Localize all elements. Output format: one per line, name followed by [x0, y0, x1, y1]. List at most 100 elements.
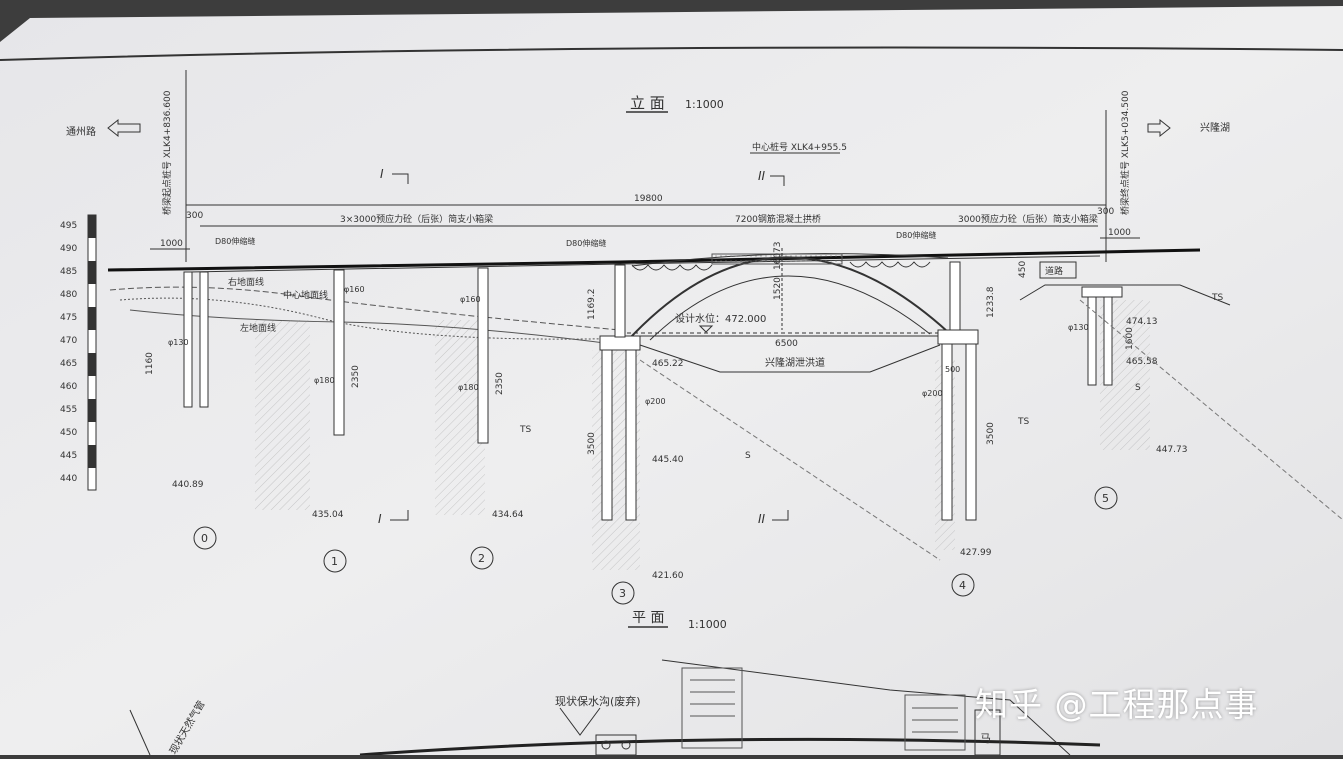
svg-text:TS: TS — [1211, 293, 1223, 303]
scale-tick: 495 — [60, 221, 77, 231]
pier-1: 2350 φ160 φ180 435.04 — [255, 269, 365, 520]
pier-4: 1233.8 3500 500 φ200 427.99 — [922, 261, 996, 558]
svg-text:φ200: φ200 — [645, 397, 666, 406]
dim-right-300: 300 — [1097, 207, 1114, 217]
svg-text:φ160: φ160 — [460, 295, 481, 304]
svg-text:3500: 3500 — [587, 432, 597, 455]
svg-text:S: S — [1135, 383, 1141, 393]
svg-text:2350: 2350 — [495, 372, 505, 395]
expansion-joint-3: D80伸缩缝 — [896, 230, 936, 240]
section-mark-II-bottom: II — [758, 512, 766, 526]
scale-tick: 445 — [60, 451, 77, 461]
scale-tick: 485 — [60, 267, 77, 277]
scale-tick: 470 — [60, 336, 77, 346]
svg-text:474.13: 474.13 — [1126, 317, 1158, 327]
svg-text:φ180: φ180 — [314, 376, 335, 385]
svg-text:445.40: 445.40 — [652, 455, 684, 465]
abutment-left-station: 桥梁起点桩号 XLK4+836.600 — [161, 90, 173, 215]
plan-label-drain: 现状保水沟(废弃) — [555, 694, 641, 708]
scale-tick: 465 — [60, 359, 77, 369]
expansion-joint-2: D80伸缩缝 — [566, 238, 606, 248]
svg-text:450: 450 — [1018, 261, 1028, 278]
svg-text:1600: 1600 — [1125, 327, 1135, 350]
svg-text:465.58: 465.58 — [1126, 357, 1158, 367]
elevation-scale: 1:1000 — [685, 98, 724, 111]
scale-tick: 480 — [60, 290, 77, 300]
span-left-label: 3×3000预应力砼（后张）简支小箱梁 — [340, 213, 493, 225]
svg-text:0: 0 — [201, 532, 208, 545]
svg-text:1160: 1160 — [145, 352, 155, 375]
svg-text:421.60: 421.60 — [652, 571, 684, 581]
scale-tick: 475 — [60, 313, 77, 323]
pier-0: 1160 φ130 440.89 — [145, 271, 209, 490]
svg-text:2: 2 — [478, 552, 485, 565]
dim-right-1000: 1000 — [1108, 228, 1131, 238]
arch-span: 1520 160 73 6500 — [629, 242, 949, 349]
scale-tick: 450 — [60, 428, 77, 438]
span-right-label: 3000预应力砼（后张）简支小箱梁 — [958, 213, 1098, 225]
dim-left-1000: 1000 — [160, 239, 183, 249]
pier-label-2: 2 — [470, 546, 494, 570]
right-ground-line — [109, 286, 621, 331]
section-mark-I-bottom: I — [378, 512, 382, 526]
pier-3: 1169.2 3500 φ200 445.40 465.22 421.60 — [587, 264, 684, 581]
svg-text:φ180: φ180 — [458, 383, 479, 392]
svg-text:马: 马 — [980, 732, 991, 745]
scale-tick: 455 — [60, 405, 77, 415]
drawing-border — [0, 46, 1343, 61]
channel-label: 兴隆湖泄洪道 — [765, 356, 825, 369]
svg-text:1169.2: 1169.2 — [587, 289, 597, 321]
scale-tick: 460 — [60, 382, 77, 392]
svg-text:通州路: 通州路 — [66, 125, 96, 138]
svg-text:160: 160 — [773, 253, 783, 270]
abutment-right-station: 桥梁终点桩号 XLK5+034.500 — [1119, 90, 1131, 215]
pier-label-5: 5 — [1094, 486, 1118, 510]
section-mark-I: I — [380, 167, 384, 181]
elevation-scale-bar: 495 490 485 480 475 470 465 460 455 450 … — [60, 214, 97, 491]
svg-text:5: 5 — [1102, 492, 1109, 505]
pier-label-1: 1 — [323, 549, 347, 573]
scale-tick: 490 — [60, 244, 77, 254]
svg-text:φ130: φ130 — [1068, 323, 1089, 332]
elevation-title: 立 面 — [630, 94, 665, 112]
span-6500: 6500 — [775, 339, 798, 349]
total-length: 19800 — [634, 194, 663, 204]
svg-text:500: 500 — [945, 365, 960, 374]
svg-text:φ130: φ130 — [168, 338, 189, 347]
water-level: 设计水位：472.000 — [675, 312, 766, 325]
svg-text:2350: 2350 — [351, 365, 361, 388]
svg-text:427.99: 427.99 — [960, 548, 992, 558]
plan-scale: 1:1000 — [688, 618, 727, 631]
direction-right: 兴隆湖 — [1147, 118, 1230, 138]
dim-left-300: 300 — [186, 211, 203, 221]
svg-text:右地面线: 右地面线 — [228, 276, 264, 288]
svg-text:3: 3 — [619, 587, 626, 600]
bridge-deck — [107, 248, 1201, 272]
svg-text:S: S — [745, 451, 751, 461]
svg-text:φ160: φ160 — [344, 285, 365, 294]
svg-text:465.22: 465.22 — [652, 359, 684, 369]
svg-text:4: 4 — [959, 579, 966, 592]
paper-sheet — [0, 6, 1343, 755]
svg-text:φ200: φ200 — [922, 389, 943, 398]
svg-text:1: 1 — [331, 555, 338, 568]
center-pile-label: 中心桩号 XLK4+955.5 — [752, 141, 847, 153]
svg-text:中心地面线: 中心地面线 — [283, 289, 328, 301]
pier-2: 2350 φ160 φ180 434.64 — [435, 267, 524, 520]
pier-5: 1600 φ130 474.13 465.58 447.73 — [1068, 286, 1188, 455]
svg-text:1520: 1520 — [773, 277, 783, 300]
svg-text:440.89: 440.89 — [172, 480, 204, 490]
pier-label-4: 4 — [951, 573, 975, 597]
direction-left: 通州路 — [66, 118, 141, 138]
scale-tick: 440 — [60, 474, 77, 484]
svg-text:兴隆湖: 兴隆湖 — [1200, 121, 1230, 134]
road-label: 道路 — [1045, 265, 1063, 277]
svg-text:3500: 3500 — [986, 422, 996, 445]
plan-title: 平 面 — [632, 610, 664, 626]
svg-text:434.64: 434.64 — [492, 510, 524, 520]
span-mid-label: 7200钢筋混凝土拱桥 — [735, 213, 821, 225]
svg-text:1233.8: 1233.8 — [986, 286, 996, 318]
svg-text:TS: TS — [519, 425, 531, 435]
expansion-joint-1: D80伸缩缝 — [215, 236, 255, 246]
